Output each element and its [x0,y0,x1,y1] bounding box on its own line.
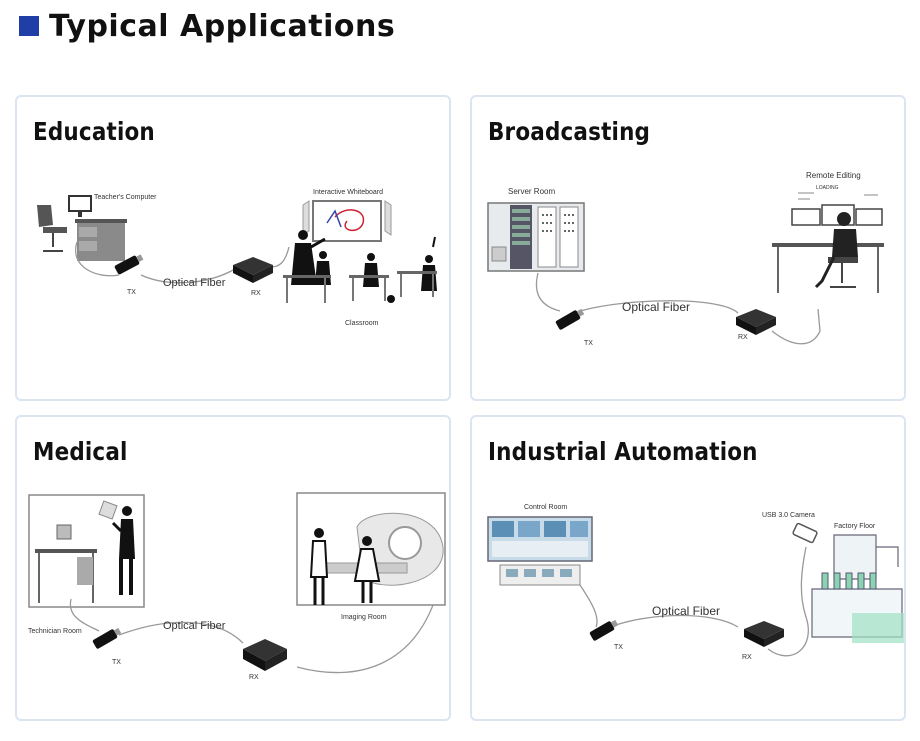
server-room-label: Server Room [508,187,555,196]
rx-label: RX [738,334,748,341]
factory-machine-illustration [811,534,904,643]
usb-camera-label: USB 3.0 Camera [762,512,815,519]
industrial-diagram: Control Room TX Optical Fiber R [487,504,904,661]
tx-dongle-icon [114,254,144,275]
card-education: Education Teacher's Computer TX Optical … [15,95,451,401]
classroom-label: Classroom [345,320,379,327]
broadcasting-diagram: Server Room TX Optical Fiber [487,171,884,347]
whiteboard-label: Interactive Whiteboard [313,189,383,196]
rx-box-icon [233,257,273,283]
tx-dongle-icon [92,627,122,649]
page-title: Typical Applications [49,8,396,44]
card-title-broadcasting: Broadcasting [488,117,651,146]
card-title-industrial: Industrial Automation [488,437,758,466]
camera-icon [792,522,818,544]
imaging-room-illustration [296,492,446,606]
card-medical: Medical Technician Room TX Optical Fiber [15,415,451,721]
interactive-whiteboard-illustration [302,200,392,242]
server-rack-illustration [487,202,585,272]
card-broadcasting: Broadcasting Server Room TX Optical Fibe… [470,95,906,401]
tx-dongle-icon [589,619,619,641]
tx-label: TX [112,659,121,666]
rx-label: RX [742,654,752,661]
editing-desk-illustration [772,192,884,293]
education-diagram: Teacher's Computer TX Optical Fiber RX I… [37,189,437,327]
card-title-education: Education [33,117,155,146]
tx-label: TX [614,644,623,651]
control-room-illustration [487,516,593,586]
rx-box-icon [243,639,287,671]
remote-editing-label: Remote Editing [806,171,861,180]
imaging-room-label: Imaging Room [341,614,387,621]
tx-dongle-icon [555,308,585,330]
optical-fiber-label: Optical Fiber [652,604,720,618]
technician-room-illustration [28,494,145,608]
card-industrial-automation: Industrial Automation Control Room TX Op… [470,415,906,721]
rx-box-icon [744,621,784,647]
title-square-icon [19,16,39,36]
rx-box-icon [736,309,776,335]
classroom-illustration [283,230,437,303]
medical-diagram: Technician Room TX Optical Fiber RX [28,492,446,681]
technician-room-label: Technician Room [28,628,82,635]
optical-fiber-label: Optical Fiber [163,277,226,289]
loading-label: LOADING [816,185,839,191]
card-title-medical: Medical [33,437,128,466]
teacher-desk-illustration [37,195,127,261]
rx-label: RX [249,674,259,681]
factory-floor-label: Factory Floor [834,523,876,530]
tx-label: TX [584,340,593,347]
page-header: Typical Applications [19,8,395,44]
rx-label: RX [251,290,261,297]
teachers-computer-label: Teacher's Computer [94,194,157,201]
tx-label: TX [127,289,136,296]
optical-fiber-label: Optical Fiber [163,620,226,632]
optical-fiber-label: Optical Fiber [622,300,690,314]
control-room-label: Control Room [524,504,567,511]
